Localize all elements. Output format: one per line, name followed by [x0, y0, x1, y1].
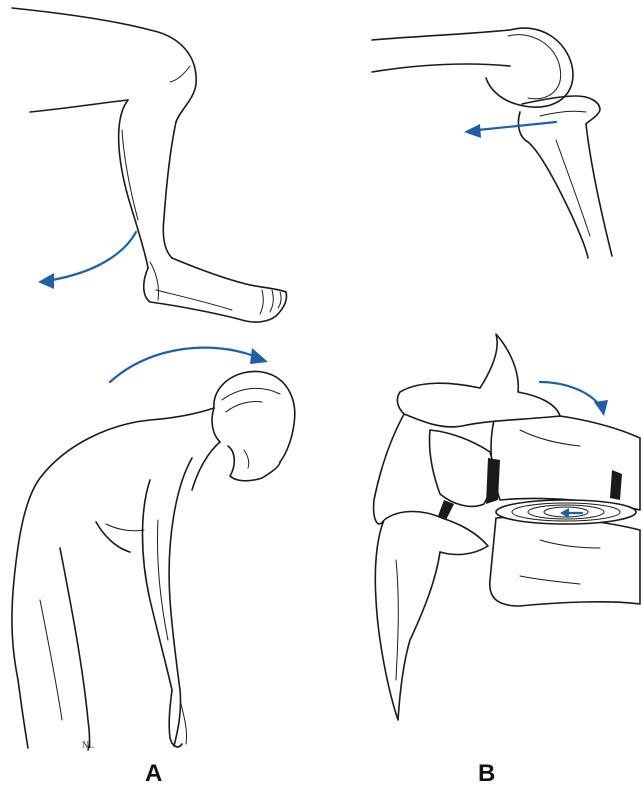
knee-motion-arrow	[464, 122, 556, 138]
trunk-motion-arrow	[110, 348, 268, 382]
leg-motion-arrow	[38, 232, 136, 289]
artist-signature: NL	[82, 740, 94, 750]
vertebrae-drawing	[374, 334, 640, 720]
knee-joint-drawing	[372, 28, 612, 258]
panel-label-b: B	[478, 762, 495, 786]
panel-label-a: A	[145, 762, 162, 786]
bending-figure-drawing: NL	[12, 371, 295, 750]
